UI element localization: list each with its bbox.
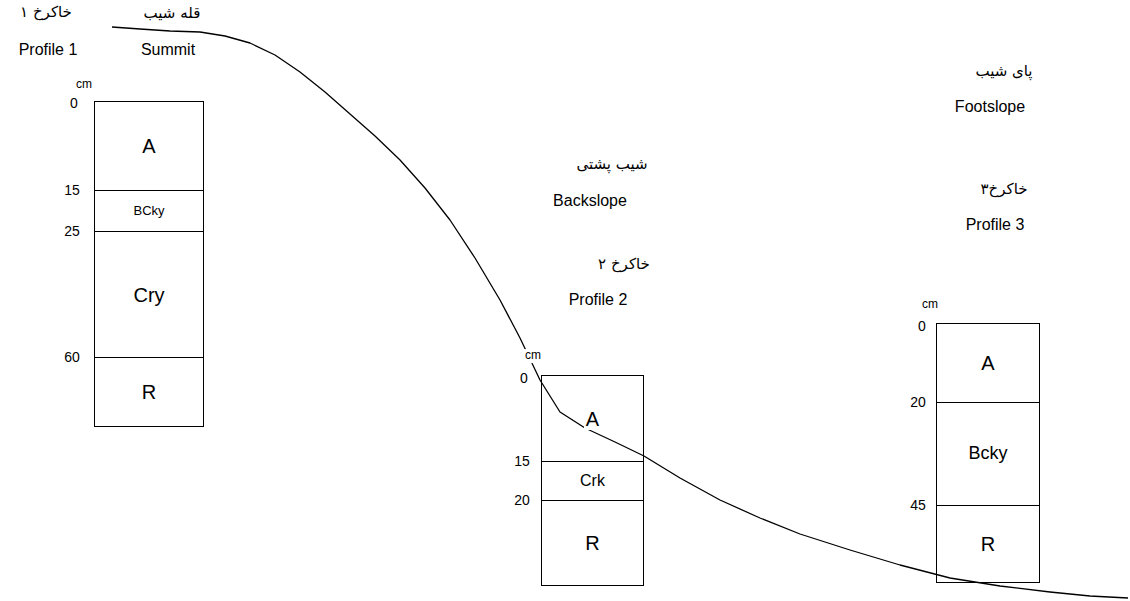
- position-label: خاکرخ ۲: [596, 256, 652, 273]
- depth-mark: cm: [74, 78, 94, 92]
- horizon-label: A: [584, 408, 601, 430]
- soil-horizon-box: Bcky: [936, 402, 1040, 506]
- slope-surface-line: [112, 27, 1128, 598]
- position-label: خاکرخ۳: [978, 181, 1029, 198]
- horizon-label: R: [140, 381, 158, 403]
- soil-horizon-box: A: [541, 375, 644, 462]
- depth-mark: 25: [62, 223, 82, 239]
- position-label: Backslope: [551, 192, 629, 210]
- soil-horizon-box: R: [94, 357, 204, 427]
- depth-mark: 20: [908, 394, 928, 410]
- horizon-label: A: [140, 135, 157, 157]
- position-label: Profile 1: [17, 41, 80, 59]
- position-label: Profile 3: [964, 216, 1027, 234]
- soil-horizon-box: R: [936, 505, 1040, 583]
- position-label: Footslope: [953, 98, 1027, 116]
- depth-mark: 60: [62, 349, 82, 365]
- depth-mark: cm: [523, 349, 543, 363]
- depth-mark: 0: [916, 318, 928, 334]
- horizon-label: R: [583, 532, 601, 554]
- horizon-label: BCky: [131, 204, 166, 218]
- horizon-label: Cry: [131, 284, 166, 306]
- depth-mark: 45: [908, 497, 928, 513]
- horizon-label: Bcky: [966, 444, 1009, 464]
- depth-mark: 20: [512, 492, 532, 508]
- position-label: Summit: [139, 41, 197, 59]
- position-label: قله شیب: [142, 5, 203, 22]
- soil-horizon-box: A: [94, 101, 204, 191]
- depth-mark: 15: [512, 453, 532, 469]
- horizon-label: A: [979, 352, 996, 374]
- soil-horizon-box: Cry: [94, 231, 204, 358]
- depth-mark: 15: [62, 182, 82, 198]
- horizon-label: R: [979, 533, 997, 555]
- depth-mark: 0: [68, 95, 80, 111]
- horizon-label: Crk: [578, 472, 607, 490]
- position-label: پای شیب: [973, 63, 1034, 80]
- depth-mark: cm: [920, 298, 940, 312]
- depth-mark: 0: [518, 370, 530, 386]
- soil-horizon-box: Crk: [541, 461, 644, 501]
- soil-horizon-box: BCky: [94, 190, 204, 232]
- position-label: خاکرخ ۱: [18, 4, 74, 21]
- soil-horizon-box: A: [936, 323, 1040, 403]
- position-label: Profile 2: [567, 291, 630, 309]
- soil-horizon-box: R: [541, 500, 644, 586]
- position-label: شیب پشتی: [574, 156, 649, 173]
